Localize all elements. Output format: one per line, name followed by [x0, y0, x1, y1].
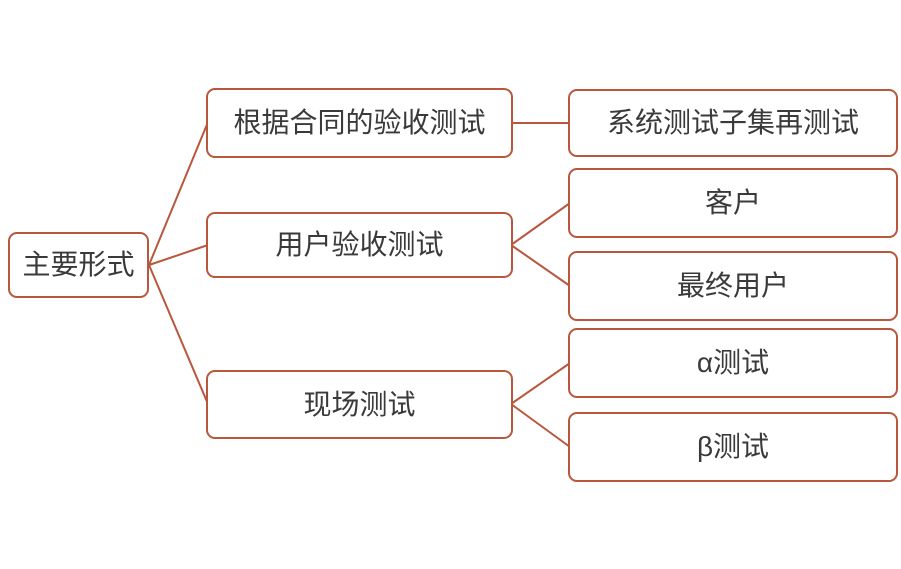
connector-user-acceptance-to-customer	[510, 202, 571, 246]
node-user-acceptance-test-label: 用户验收测试	[275, 229, 444, 261]
connector-root-to-field-test	[148, 264, 209, 405]
node-user-acceptance-test[interactable]: 用户验收测试	[206, 212, 513, 278]
node-end-user[interactable]: 最终用户	[568, 251, 898, 321]
node-main-forms[interactable]: 主要形式	[8, 232, 149, 298]
node-alpha-test-label: α测试	[696, 347, 770, 379]
connector-root-to-contract-acceptance	[148, 121, 209, 266]
connector-field-test-to-beta	[510, 403, 571, 448]
node-system-test-subset-retest[interactable]: 系统测试子集再测试	[568, 89, 898, 157]
node-system-test-subset-retest-label: 系统测试子集再测试	[606, 107, 859, 139]
node-end-user-label: 最终用户	[676, 270, 789, 302]
node-contract-acceptance-test[interactable]: 根据合同的验收测试	[206, 88, 513, 158]
connector-field-test-to-alpha	[510, 362, 571, 405]
node-main-forms-label: 主要形式	[22, 249, 135, 281]
node-beta-test[interactable]: β测试	[568, 412, 898, 482]
node-field-test[interactable]: 现场测试	[206, 370, 513, 439]
node-beta-test-label: β测试	[696, 431, 770, 463]
node-customer[interactable]: 客户	[568, 168, 898, 238]
connector-user-acceptance-to-end-user	[510, 244, 571, 287]
connector-root-to-user-acceptance	[148, 244, 209, 266]
node-alpha-test[interactable]: α测试	[568, 328, 898, 398]
node-customer-label: 客户	[704, 187, 761, 219]
node-contract-acceptance-test-label: 根据合同的验收测试	[233, 107, 486, 139]
node-field-test-label: 现场测试	[303, 388, 416, 420]
